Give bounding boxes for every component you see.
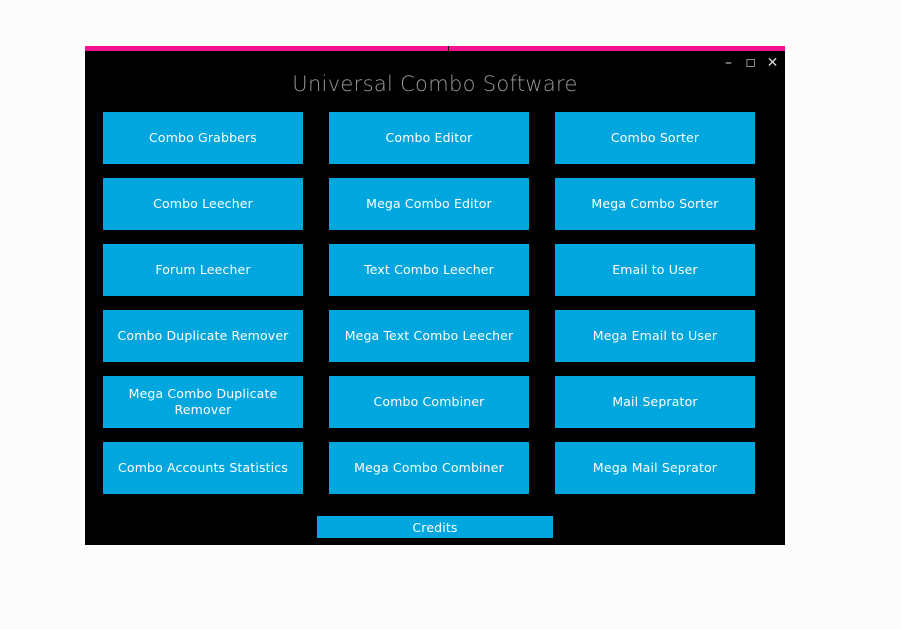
tool-button-row: Combo Leecher Mega Combo Editor Mega Com…	[103, 178, 772, 230]
tool-button-combo-accounts-statistics[interactable]: Combo Accounts Statistics	[103, 442, 303, 494]
tool-button-email-to-user[interactable]: Email to User	[555, 244, 755, 296]
tool-button-row: Combo Accounts Statistics Mega Combo Com…	[103, 442, 772, 494]
tool-button-row: Combo Grabbers Combo Editor Combo Sorter	[103, 112, 772, 164]
tool-button-combo-leecher[interactable]: Combo Leecher	[103, 178, 303, 230]
tool-button-row: Combo Duplicate Remover Mega Text Combo …	[103, 310, 772, 362]
minimize-icon[interactable]: –	[725, 54, 732, 71]
tool-button-combo-sorter[interactable]: Combo Sorter	[555, 112, 755, 164]
title-accent-tick	[448, 46, 449, 53]
tool-button-mega-mail-seprator[interactable]: Mega Mail Seprator	[555, 442, 755, 494]
tool-button-mega-combo-duplicate-remover[interactable]: Mega Combo Duplicate Remover	[103, 376, 303, 428]
tool-button-grid: Combo Grabbers Combo Editor Combo Sorter…	[103, 112, 772, 494]
tool-button-combo-duplicate-remover[interactable]: Combo Duplicate Remover	[103, 310, 303, 362]
tool-button-combo-combiner[interactable]: Combo Combiner	[329, 376, 529, 428]
application-window: – ☐ ✕ Universal Combo Software Combo Gra…	[85, 46, 785, 545]
tool-button-mail-seprator[interactable]: Mail Seprator	[555, 376, 755, 428]
title-accent-bar	[85, 46, 785, 53]
tool-button-mega-combo-sorter[interactable]: Mega Combo Sorter	[555, 178, 755, 230]
credits-button[interactable]: Credits	[317, 516, 553, 538]
tool-button-mega-combo-editor[interactable]: Mega Combo Editor	[329, 178, 529, 230]
tool-button-forum-leecher[interactable]: Forum Leecher	[103, 244, 303, 296]
page-title: Universal Combo Software	[292, 72, 578, 96]
tool-button-row: Mega Combo Duplicate Remover Combo Combi…	[103, 376, 772, 428]
tool-button-combo-editor[interactable]: Combo Editor	[329, 112, 529, 164]
window-controls: – ☐ ✕	[722, 55, 779, 71]
maximize-icon[interactable]: ☐	[745, 56, 756, 70]
tool-button-mega-combo-combiner[interactable]: Mega Combo Combiner	[329, 442, 529, 494]
tool-button-combo-grabbers[interactable]: Combo Grabbers	[103, 112, 303, 164]
close-icon[interactable]: ✕	[766, 54, 779, 71]
tool-button-text-combo-leecher[interactable]: Text Combo Leecher	[329, 244, 529, 296]
tool-button-mega-email-to-user[interactable]: Mega Email to User	[555, 310, 755, 362]
tool-button-row: Forum Leecher Text Combo Leecher Email t…	[103, 244, 772, 296]
tool-button-mega-text-combo-leecher[interactable]: Mega Text Combo Leecher	[329, 310, 529, 362]
credits-row: Credits	[85, 516, 785, 538]
